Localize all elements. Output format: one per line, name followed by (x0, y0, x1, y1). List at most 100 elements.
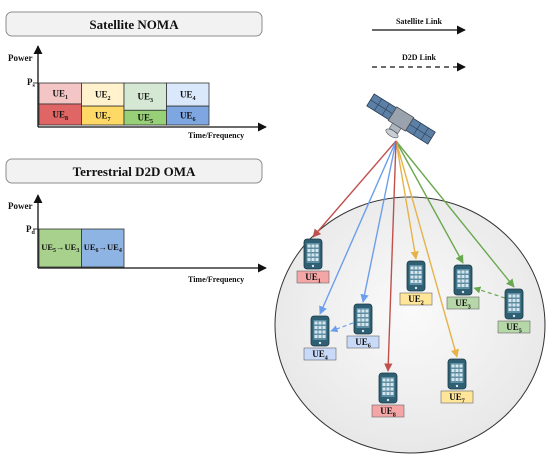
ue-ue3: UE3 (446, 264, 480, 310)
phone-key (465, 270, 469, 274)
oma-panel: Terrestrial D2D OMA Power Time/Frequency… (5, 158, 267, 284)
phone-key (418, 280, 422, 283)
phone-button (414, 286, 418, 290)
phone-key (386, 392, 390, 395)
noma-panel: Satellite NOMA Power Time/Frequency Ps U… (5, 11, 267, 140)
ue-label-box (440, 390, 474, 404)
phone-key (386, 383, 390, 386)
noma-block-bottom-label: UE6 (180, 111, 196, 123)
ps-label: Ps (27, 77, 36, 89)
phone-key (465, 279, 469, 283)
satellite-links (312, 140, 515, 372)
phone-key (382, 387, 386, 391)
ue-label: UE5 (506, 322, 522, 334)
phone-button (311, 264, 315, 268)
satellite-link-ue4 (319, 140, 397, 315)
ue-ue5: UE5 (497, 288, 531, 334)
phone-key (414, 275, 418, 279)
phone-key (410, 271, 414, 274)
phone-key (315, 244, 319, 248)
legend-d2d-link-label: D2D Link (402, 53, 437, 62)
phone-key (459, 364, 463, 368)
phone-key (357, 314, 361, 317)
phone-key (414, 271, 418, 274)
phone-key (418, 271, 422, 274)
phone-key (455, 378, 459, 381)
ue-label-box (296, 270, 330, 284)
d2d-link-ue5-ue3 (473, 286, 506, 299)
phone-key (311, 244, 315, 248)
noma-block-top-label: UE3 (137, 92, 153, 104)
ue-label: UE3 (455, 298, 471, 310)
legend: Satellite Link D2D Link (372, 17, 466, 72)
phone-key (512, 294, 516, 298)
phone-button (512, 314, 516, 318)
satellite-link-ue1 (312, 140, 397, 238)
noma-block-top-label: UE2 (95, 90, 111, 102)
noma-block-top-label: UE4 (180, 90, 196, 102)
ue-ue8: UE8 (371, 372, 405, 418)
phone-key (361, 314, 365, 317)
phone-key (418, 266, 422, 270)
ue-label: UE4 (312, 349, 328, 361)
phone-key (516, 299, 520, 302)
phone-key (451, 378, 455, 381)
satellite-link-ue5 (395, 140, 515, 288)
phone-key (318, 335, 322, 338)
phone-key (318, 321, 322, 325)
phone-key (390, 392, 394, 395)
phone-key (314, 335, 318, 338)
pd-label: Pd (26, 224, 36, 236)
phone-key (457, 279, 461, 283)
phone-key (307, 244, 311, 248)
phone-key (322, 330, 326, 334)
phone-key (451, 369, 455, 372)
ue-ue7: UE7 (440, 358, 474, 404)
phone-key (315, 253, 319, 257)
phone-key (465, 284, 469, 287)
phone-key (361, 309, 365, 313)
phone-key (386, 387, 390, 391)
phone-key (451, 373, 455, 377)
satellite-link-ue2 (395, 140, 419, 260)
phone-key (365, 323, 369, 326)
phone-key (311, 249, 315, 252)
phone-key (516, 294, 520, 298)
phone-key (459, 378, 463, 381)
phone-key (357, 323, 361, 326)
ue-ue4: UE4 (303, 315, 337, 361)
ue-label-box (399, 292, 433, 306)
phone-key (361, 323, 365, 326)
phone-key (382, 383, 386, 386)
phone-key (318, 326, 322, 329)
phone-key (314, 321, 318, 325)
phone-key (465, 275, 469, 278)
phone-key (322, 326, 326, 329)
d2d-links (330, 286, 506, 333)
oma-title: Terrestrial D2D OMA (73, 164, 196, 179)
phone-key (461, 284, 465, 287)
phone-key (512, 303, 516, 307)
phone-key (461, 279, 465, 283)
phone-key (455, 373, 459, 377)
phone-key (459, 369, 463, 372)
phone-key (512, 299, 516, 302)
phone-key (457, 275, 461, 278)
satellite-link-ue7 (395, 140, 459, 358)
oma-block-label: UE6→UE4 (84, 242, 122, 254)
phone-key (461, 275, 465, 278)
phone-key (516, 303, 520, 307)
ue-label: UE8 (380, 406, 396, 418)
ue-label-box (446, 296, 480, 310)
ue-label: UE6 (355, 337, 371, 349)
oma-block (81, 228, 125, 268)
phone-key (307, 258, 311, 261)
phone-key (365, 314, 369, 317)
ue-label-box (303, 347, 337, 361)
phone-key (459, 373, 463, 377)
ue-ue2: UE2 (399, 260, 433, 306)
phone-key (457, 284, 461, 287)
